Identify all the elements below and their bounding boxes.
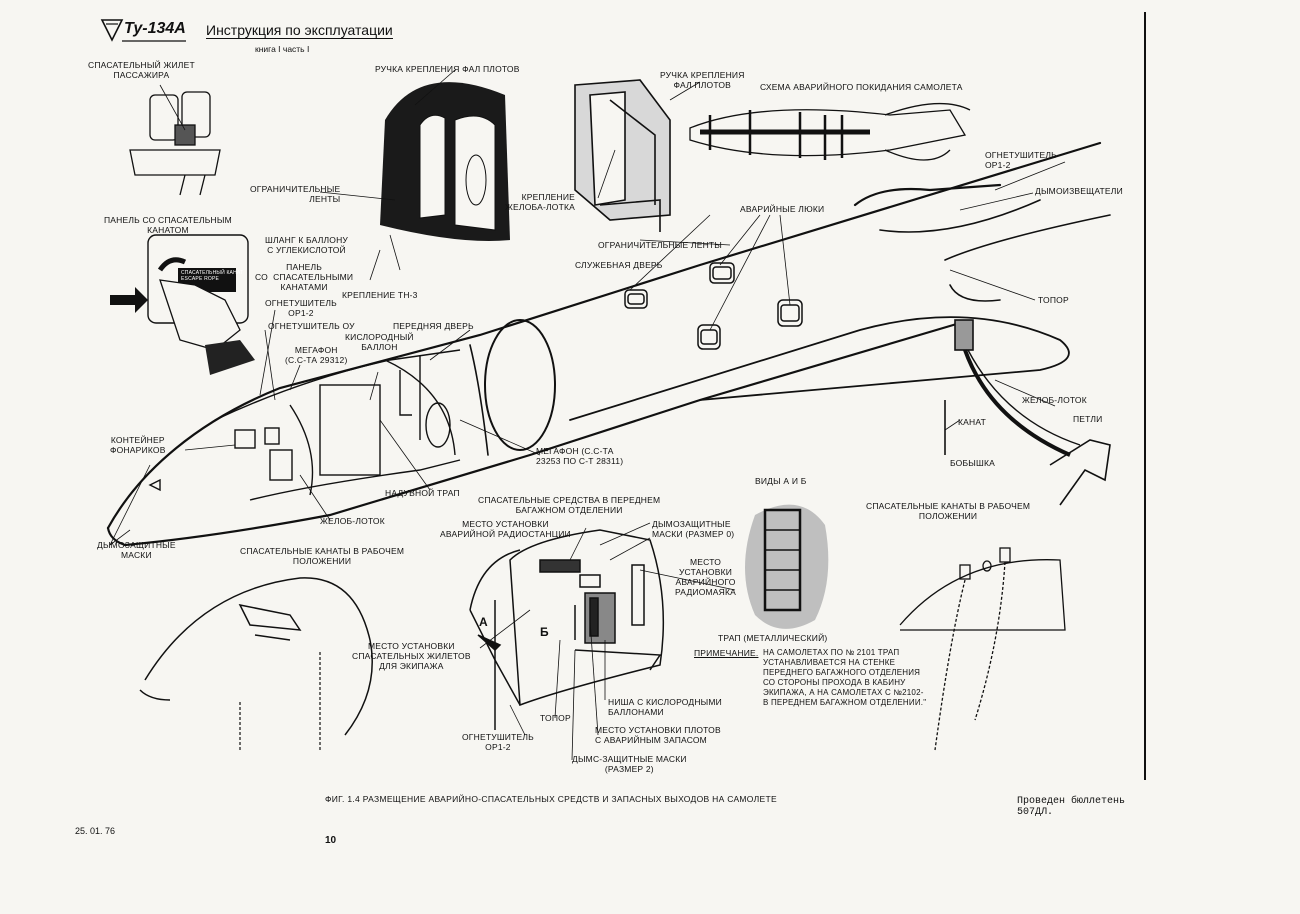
page-border-line: [1144, 12, 1146, 780]
label-evac-scheme: СХЕМА АВАРИЙНОГО ПОКИДАНИЯ САМОЛЕТА: [760, 82, 963, 92]
label-radio-station: МЕСТО УСТАНОВКИ АВАРИЙНОЙ РАДИОСТАНЦИИ: [440, 519, 571, 539]
raft-door-illustration: [380, 82, 510, 242]
passenger-seat-illustration: [129, 91, 221, 196]
label-rope-plate: СПАСАТЕЛЬНЫЙ КАНАТ ESCAPE ROPE: [181, 270, 244, 282]
note-body: НА САМОЛЕТАХ ПО № 2101 ТРАП УСТАНАВЛИВАЕ…: [763, 648, 927, 707]
page-subtitle: книга I часть I: [255, 44, 310, 54]
label-radio-beacon: МЕСТО УСТАНОВКИ АВАРИЙНОГО РАДИОМАЯКА: [675, 557, 737, 597]
chute-deployment-illustration: [944, 319, 1111, 506]
label-emergency-hatches: АВАРИЙНЫЕ ЛЮКИ: [740, 204, 825, 214]
label-chute-mount: КРЕПЛЕНИЕ ЖЕЛОБА-ЛОТКА: [505, 192, 576, 212]
label-mount-tn3: КРЕПЛЕНИЕ ТН-3: [342, 290, 418, 300]
emergency-hatch-icons: [624, 262, 803, 350]
model-logo: Ту-134А: [100, 18, 188, 44]
label-ladder-metal: ТРАП (МЕТАЛЛИЧЕСКИЙ): [718, 633, 828, 643]
label-cleat: БОБЫШКА: [950, 458, 996, 468]
rope-panel-illustration: [110, 234, 255, 375]
evacuation-scheme: [689, 102, 971, 161]
rear-ropes-illustration: [899, 547, 1066, 751]
label-extinguisher-or12: ОГНЕТУШИТЕЛЬ ОР1-2: [265, 298, 337, 318]
service-door-illustration: [574, 79, 671, 232]
label-inflatable-ramp: НАДУВНОЙ ТРАП: [385, 488, 460, 498]
label-raft-handle-top: РУЧКА КРЕПЛЕНИЯ ФАЛ ПЛОТОВ: [375, 64, 520, 74]
ladder-view-illustration: [745, 504, 829, 629]
label-extinguisher-ou: ОГНЕТУШИТЕЛЬ ОУ: [268, 321, 355, 331]
label-extinguisher-cargo: ОГНЕТУШИТЕЛЬ ОР1-2: [462, 732, 534, 752]
label-rope-panel: ПАНЕЛЬ СО СПАСАТЕЛЬНЫМ КАНАТОМ: [104, 215, 232, 235]
label-panel-with-ropes: ПАНЕЛЬ СО СПАСАТЕЛЬНЫМИ КАНАТАМИ: [255, 262, 354, 292]
label-oxygen-bottle: КИСЛОРОДНЫЙ БАЛЛОН: [345, 332, 414, 352]
label-loops: ПЕТЛИ: [1073, 414, 1103, 424]
model-name: Ту-134А: [124, 20, 186, 37]
leader-lines: [109, 69, 1066, 761]
note-title: ПРИМЕЧАНИЕ.: [694, 648, 759, 658]
label-ropes-working-right: СПАСАТЕЛЬНЫЕ КАНАТЫ В РАБОЧЕМ ПОЛОЖЕНИИ: [866, 501, 1031, 521]
label-front-door: ПЕРЕДНЯЯ ДВЕРЬ: [393, 321, 474, 331]
label-service-door: СЛУЖЕБНАЯ ДВЕРЬ: [575, 260, 663, 270]
page-title: Инструкция по эксплуатации: [206, 22, 393, 39]
logo-triangle-icon: [100, 19, 186, 42]
label-smoke-masks-front: ДЫМОЗАЩИТНЫЕ МАСКИ: [97, 540, 176, 560]
label-rope: КАНАТ: [958, 417, 986, 427]
cockpit-front-illustration: [139, 577, 373, 750]
cabin-cutaway: [148, 349, 461, 501]
date-stamp: 25. 01. 76: [75, 826, 116, 836]
label-flashlight-container: КОНТЕЙНЕР ФОНАРИКОВ: [110, 435, 166, 455]
label-chute-front: ЖЕЛОБ-ЛОТОК: [320, 516, 385, 526]
label-crew-vests: МЕСТО УСТАНОВКИ СПАСАТЕЛЬНЫХ ЖИЛЕТОВ ДЛЯ…: [352, 641, 471, 671]
label-ropes-working-left: СПАСАТЕЛЬНЫЕ КАНАТЫ В РАБОЧЕМ ПОЛОЖЕНИИ: [240, 546, 405, 566]
figure-caption: ФИГ. 1.4 РАЗМЕЩЕНИЕ АВАРИЙНО-СПАСАТЕЛЬНЫ…: [325, 794, 777, 804]
label-smoke-masks-size0: ДЫМОЗАЩИТНЫЕ МАСКИ (РАЗМЕР 0): [652, 519, 735, 539]
label-smoke-detectors: ДЫМОИЗВЕЩАТЕЛИ: [1035, 186, 1123, 196]
label-megaphone-1: МЕГАФОН (С.С-ТА 29312): [285, 345, 348, 365]
label-extinguisher-tail: ОГНЕТУШИТЕЛЬ ОР1-2: [985, 150, 1057, 170]
label-raft-handle-right: РУЧКА КРЕПЛЕНИЯ ФАЛ ПЛОТОВ: [660, 70, 745, 90]
label-restraint-belts-right: ОГРАНИЧИТЕЛЬНЫЕ ЛЕНТЫ: [598, 240, 723, 250]
label-megaphone-2: МЕГАФОН (С.С-ТА 23253 ПО С-Т 28311): [536, 446, 624, 466]
label-oxygen-hose: ШЛАНГ К БАЛЛОНУ С УГЛЕКИСЛОТОЙ: [265, 235, 349, 255]
fuselage-outline: [106, 141, 1111, 547]
label-views-ab: ВИДЫ А И Б: [755, 476, 807, 486]
cargo-compartment-illustration: [469, 529, 665, 730]
label-restraint-belts-left: ОГРАНИЧИТЕЛЬНЫЕ ЛЕНТЫ: [250, 184, 341, 204]
label-cargo-equipment: СПАСАТЕЛЬНЫЕ СРЕДСТВА В ПЕРЕДНЕМ БАГАЖНО…: [478, 495, 661, 515]
label-vest-passenger: СПАСАТЕЛЬНЫЙ ЖИЛЕТ ПАССАЖИРА: [88, 60, 195, 80]
label-rafts-place: МЕСТО УСТАНОВКИ ПЛОТОВ С АВАРИЙНЫМ ЗАПАС…: [595, 725, 721, 745]
bulletin-stamp: Проведен бюллетень 507ДЛ.: [1017, 796, 1126, 818]
label-view-b: Б: [540, 625, 549, 639]
label-smoke-masks-size2: ДЫМС-ЗАЩИТНЫЕ МАСКИ (РАЗМЕР 2): [572, 754, 687, 774]
label-axe-cargo: ТОПОР: [540, 713, 571, 723]
label-oxygen-niche: НИША С КИСЛОРОДНЫМИ БАЛЛОНАМИ: [608, 697, 722, 717]
label-chute-tail: ЖЕЛОБ-ЛОТОК: [1022, 395, 1087, 405]
page-number: 10: [325, 835, 337, 846]
label-axe-tail: ТОПОР: [1038, 295, 1069, 305]
label-view-a: А: [479, 615, 488, 629]
